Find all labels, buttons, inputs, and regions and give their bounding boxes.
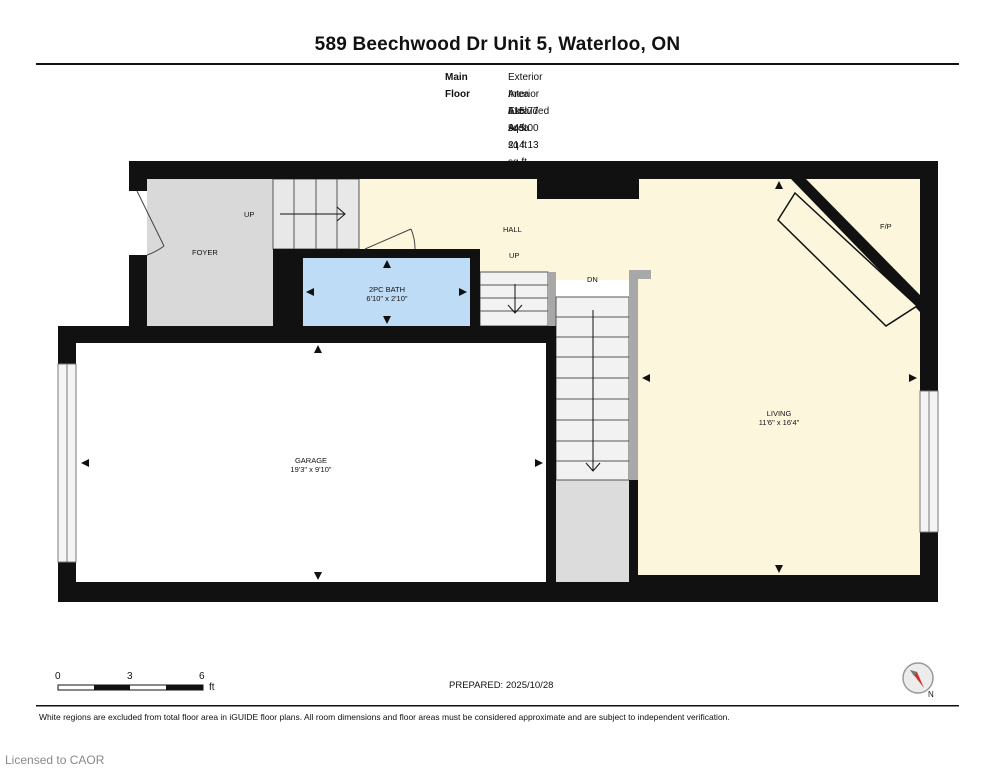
stair-hall-up-label: UP bbox=[509, 251, 520, 260]
page-title: 589 Beechwood Dr Unit 5, Waterloo, ON bbox=[314, 34, 681, 55]
stair-long-flight bbox=[555, 270, 651, 481]
bath-floor bbox=[303, 258, 470, 326]
walls bbox=[58, 161, 938, 602]
under-stair-area bbox=[556, 480, 629, 582]
scale-tick-3: 3 bbox=[127, 671, 133, 682]
stair-hall-dn-label: DN bbox=[587, 275, 598, 284]
header-rule bbox=[36, 63, 959, 65]
fireplace bbox=[777, 179, 920, 327]
interior-area: Interior Area 345.00 sq ft bbox=[508, 89, 540, 151]
scale-tick-0: 0 bbox=[55, 671, 61, 682]
stair-hall-short bbox=[479, 271, 556, 327]
room-living-name: LIVING bbox=[766, 409, 792, 418]
room-bath-dims: 6'10" x 2'10" bbox=[366, 294, 408, 303]
windows bbox=[57, 363, 939, 563]
footer-rule bbox=[36, 705, 959, 707]
footer-disclaimer: White regions are excluded from total fl… bbox=[39, 712, 730, 722]
room-living-dims: 11'6" x 16'4" bbox=[758, 418, 800, 427]
stair-foyer-up-label: UP bbox=[244, 210, 255, 219]
exterior-area: Exterior Area 415.77 sq ft bbox=[508, 72, 543, 134]
room-foyer-label: FOYER bbox=[192, 248, 218, 257]
room-bath-name: 2PC BATH bbox=[368, 285, 406, 294]
scale-tick-6: 6 bbox=[199, 671, 205, 682]
dimension-arrows bbox=[81, 181, 917, 580]
garage-floor bbox=[76, 343, 546, 582]
floor-label: Main Floor bbox=[445, 72, 470, 100]
prepared-date: PREPARED: 2025/10/28 bbox=[449, 680, 554, 691]
room-hall-label: HALL bbox=[503, 225, 522, 234]
room-garage-dims: 19'3" x 9'10" bbox=[290, 465, 332, 474]
room-living-label: LIVING 11'6" x 16'4" bbox=[754, 409, 804, 427]
license-watermark: Licensed to CAOR bbox=[5, 753, 105, 767]
scale-bar bbox=[57, 684, 204, 691]
room-garage-name: GARAGE bbox=[294, 456, 328, 465]
foyer-floor bbox=[147, 179, 273, 326]
compass-icon bbox=[902, 662, 934, 694]
door-swings bbox=[136, 190, 416, 256]
scale-unit: ft bbox=[209, 682, 215, 693]
fireplace-label: F/P bbox=[880, 222, 892, 231]
compass-north-label: N bbox=[928, 690, 934, 699]
stair-foyer bbox=[272, 178, 360, 250]
room-garage-label: GARAGE 19'3" x 9'10" bbox=[283, 456, 339, 474]
room-bath-label: 2PC BATH 6'10" x 2'10" bbox=[358, 285, 416, 303]
